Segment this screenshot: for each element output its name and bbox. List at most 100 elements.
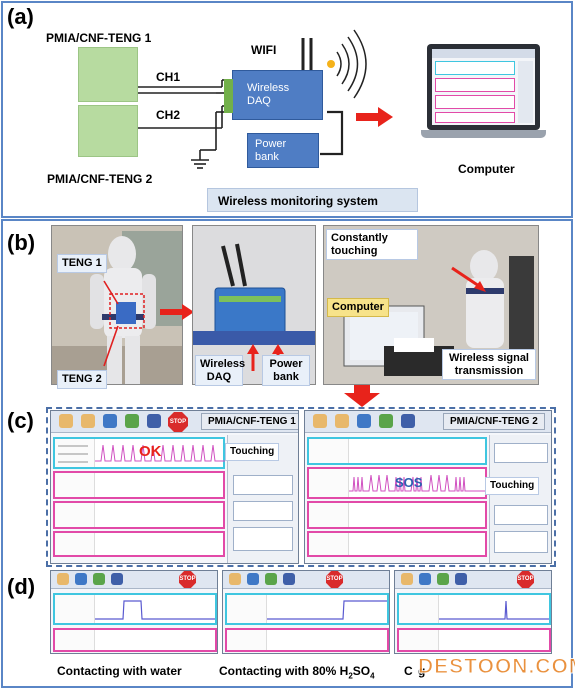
screen-teng2-side-panel: [489, 435, 551, 563]
channel-row-3: [307, 501, 487, 529]
arrow-b1: [160, 304, 194, 320]
stop-button[interactable]: STOP: [326, 571, 343, 588]
panel-c-letter: (c): [7, 408, 34, 433]
laptop-base: [421, 130, 546, 138]
toolbar-button[interactable]: [229, 573, 241, 585]
wifi-label: WIFI: [251, 43, 277, 57]
teng1-device: [78, 47, 138, 102]
channel-row-2: [53, 628, 217, 652]
panel-d-letter: (d): [7, 574, 36, 599]
toolbar-button[interactable]: [401, 573, 413, 585]
channel-row-1: OK: [53, 437, 225, 469]
laptop-screen: [427, 44, 540, 130]
channel-row-4: [53, 531, 225, 557]
scale-tick: [58, 453, 88, 455]
caption-acid-sub1: 2: [348, 671, 353, 681]
sos-signal-label: SOS: [395, 475, 423, 490]
screen-water-toolbar: STOP: [51, 571, 217, 589]
toolbar-button[interactable]: [455, 573, 467, 585]
toolbar-button[interactable]: [103, 414, 117, 428]
screen-third-toolbar: STOP: [395, 571, 551, 589]
photo-suit: [51, 225, 183, 385]
channel-row-3: [53, 501, 225, 529]
caption-acid: Contacting with 80% H2SO4: [219, 664, 375, 680]
screen-teng1: STOP PMIA/CNF-TENG 1 OK Touching: [50, 410, 299, 564]
side-readout: [233, 527, 293, 551]
stop-button[interactable]: STOP: [179, 571, 196, 588]
channel-row-1: [397, 593, 551, 625]
channel-scale: [399, 595, 439, 623]
side-readout: [233, 501, 293, 521]
side-readout: [233, 475, 293, 495]
channel-row-4: [307, 531, 487, 557]
scale-tick: [58, 461, 88, 463]
laptop-side: [518, 61, 533, 123]
panel-a-wiring: [138, 29, 393, 169]
toolbar-button[interactable]: [75, 573, 87, 585]
power-photo-label: Power bank: [262, 355, 310, 387]
toolbar-button[interactable]: [379, 414, 393, 428]
daq-connector: [224, 79, 233, 113]
toolbar-button[interactable]: [437, 573, 449, 585]
channel-row-2: SOS: [307, 467, 487, 499]
toolbar-button[interactable]: [59, 414, 73, 428]
toolbar-button[interactable]: [283, 573, 295, 585]
toolbar-button[interactable]: [265, 573, 277, 585]
toolbar-button[interactable]: [93, 573, 105, 585]
side-readout: [494, 531, 548, 553]
panel-c-dashed: [46, 407, 556, 567]
teng2-device: [78, 105, 138, 157]
caption-third-fragment: C: [404, 664, 413, 678]
power-bank: Power bank: [247, 133, 319, 168]
laptop-row-2: [435, 78, 515, 92]
toolbar-button[interactable]: [247, 573, 259, 585]
toolbar-button[interactable]: [111, 573, 123, 585]
toolbar-button[interactable]: [125, 414, 139, 428]
acid-trace: [267, 600, 387, 620]
channel-scale: [399, 630, 439, 650]
channel-scale: [309, 439, 349, 463]
toolbar-button[interactable]: [81, 414, 95, 428]
toolbar-button[interactable]: [401, 414, 415, 428]
panel-b-letter: (b): [7, 230, 36, 255]
laptop: [421, 44, 546, 139]
stop-button[interactable]: STOP: [168, 412, 188, 432]
system-caption: Wireless monitoring system: [218, 194, 378, 208]
toolbar-button[interactable]: [313, 414, 327, 428]
photo-suit-figure: [90, 236, 156, 384]
daq-box: Wireless DAQ: [224, 70, 323, 120]
caption-acid-mid: SO: [352, 664, 371, 678]
channel-row-1: [53, 593, 217, 625]
toolbar-button[interactable]: [419, 573, 431, 585]
watermark: DESTOON.COM: [417, 655, 575, 679]
teng2-label: PMIA/CNF-TENG 2: [47, 172, 153, 186]
laptop-row-4: [435, 112, 515, 123]
computer-label: Computer: [458, 162, 515, 176]
water-trace: [95, 600, 215, 620]
side-readout: [494, 505, 548, 525]
laptop-row-3: [435, 95, 515, 109]
laptop-toolbar: [432, 49, 535, 58]
screen-acid: STOP: [222, 570, 390, 654]
computer-photo-label: Computer: [327, 298, 389, 317]
third-trace: [439, 600, 549, 620]
panel-a-letter: (a): [7, 4, 34, 29]
screen-teng2-title: PMIA/CNF-TENG 2: [443, 413, 545, 430]
toolbar-button[interactable]: [335, 414, 349, 428]
channel-row-2: [397, 628, 551, 652]
ok-signal-label: OK: [139, 443, 162, 460]
stop-button[interactable]: STOP: [517, 571, 534, 588]
toolbar-button[interactable]: [57, 573, 69, 585]
scale-tick: [58, 445, 88, 447]
toolbar-button[interactable]: [357, 414, 371, 428]
touching-photo-label: Constantly touching: [326, 229, 418, 261]
screen-water: STOP: [50, 570, 218, 654]
channel-scale: [55, 473, 95, 497]
system-caption-box: Wireless monitoring system: [207, 188, 418, 212]
teng2-photo-label: TENG 2: [57, 370, 107, 389]
channel-scale: [309, 533, 349, 555]
toolbar-button[interactable]: [147, 414, 161, 428]
touching-label-left: Touching: [225, 443, 280, 461]
teng1-label: PMIA/CNF-TENG 1: [46, 31, 152, 45]
ch2-label: CH2: [156, 108, 181, 122]
